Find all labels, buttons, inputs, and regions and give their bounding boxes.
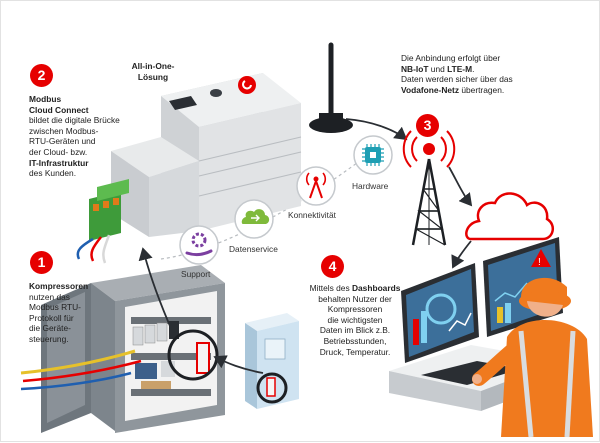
control-cabinet (20, 265, 225, 433)
step-2-badge: 2 (30, 64, 53, 87)
worker (472, 277, 593, 438)
step-2-text: Modbus Cloud Connect bildet die digitale… (29, 94, 159, 179)
step-1-line-2: Modbus RTU- (29, 302, 81, 313)
step-3-network: Vodafone-Netz (401, 84, 460, 95)
step-2-line-4: der Cloud- bzw. (29, 146, 88, 157)
step-2-line-2: zwischen Modbus- (29, 125, 99, 136)
feature-hardware-icon (353, 135, 393, 175)
modbus-device (111, 73, 302, 237)
step-1-line-1: nutzen das (29, 291, 70, 302)
feature-datenservice-label: Datenservice (229, 244, 278, 254)
step-3-and: und (428, 63, 448, 74)
vodafone-logo-icon (238, 76, 256, 94)
feature-support-icon (179, 225, 219, 265)
device-title: All-in-One- Lösung (113, 61, 193, 82)
step-2-line-3: RTU-Geräten und (29, 136, 96, 147)
step-3-ltem: LTE-M (447, 63, 473, 74)
compressor-unit (245, 313, 299, 409)
device-title-line-2: Lösung (137, 71, 169, 82)
arrow-compressor-unit (213, 355, 264, 374)
feature-datenservice-icon (234, 199, 274, 239)
step-4-badge: 4 (321, 255, 344, 278)
cloud-icon (465, 192, 555, 241)
terminal-blocks (76, 179, 129, 264)
step-3-badge: 3 (416, 114, 439, 137)
arrow-tower-cloud (448, 166, 473, 207)
step-1-badge: 1 (30, 251, 53, 274)
device-title-line-1: All-in-One- (131, 61, 175, 71)
step-4-line-2: behalten Nutzer der (318, 293, 392, 304)
feature-konnektivitaet-label: Konnektivität (288, 210, 336, 220)
arrow-cabinet-device (138, 247, 174, 334)
step-2-title-line-1: Modbus (29, 94, 62, 104)
step-3-nbiot: NB-IoT (401, 63, 429, 74)
step-4-line-4: die wichtigsten (327, 314, 383, 325)
step-4-line-3: Kompressoren (327, 304, 383, 315)
step-4-line-7: Druck, Temperatur. (319, 346, 391, 357)
step-4-text: Mittels des Dashboards behalten Nutzer d… (299, 283, 411, 357)
step-2-line-1: bildet die digitale Brücke (29, 115, 120, 126)
cell-tower (402, 130, 456, 246)
step-1-title: Kompressoren (29, 281, 89, 291)
step-4-dashboards: Dashboards (351, 283, 401, 293)
step-4-line-5: Daten im Blick z.B. (319, 325, 391, 336)
step-3-line-4-end: übertragen. (459, 84, 505, 95)
antenna (309, 42, 353, 133)
feature-hardware-label: Hardware (352, 181, 389, 191)
step-3-period: . (472, 63, 475, 74)
svg-text:!: ! (538, 257, 541, 268)
step-2-last-line: des Kunden. (29, 168, 77, 179)
arrow-cloud-monitor (451, 240, 472, 269)
feature-konnektivitaet-icon (296, 166, 336, 206)
step-2-bold-line: IT-Infrastruktur (29, 157, 89, 168)
step-1-text: Kompressoren nutzen das Modbus RTU- Prot… (29, 281, 119, 345)
step-2-title-line-2: Cloud Connect (29, 104, 89, 115)
arrow-antenna-tower (345, 118, 408, 141)
step-3-line-3: Daten werden sicher über das (401, 74, 513, 85)
step-4-line-6: Betriebsstunden, (323, 335, 387, 346)
step-4-line-1-pre: Mittels des (309, 283, 352, 293)
step-1-line-4: die Geräte- (29, 323, 71, 334)
step-1-line-5: steuerung. (29, 333, 69, 344)
step-1-line-3: Protokoll für (29, 312, 74, 323)
step-3-line-1: Die Anbindung erfolgt über (401, 53, 501, 63)
step-3-text: Die Anbindung erfolgt über NB-IoT und LT… (401, 53, 591, 95)
feature-support-label: Support (181, 269, 211, 279)
